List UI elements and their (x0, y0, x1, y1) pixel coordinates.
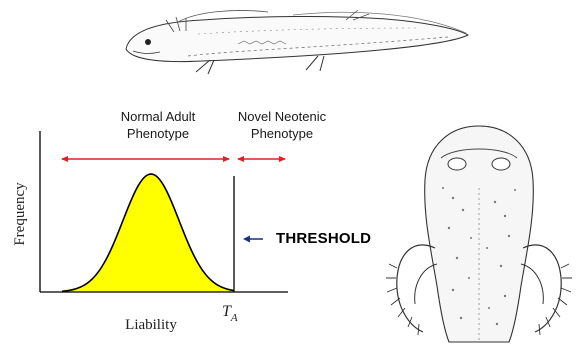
threshold-label: THRESHOLD (276, 230, 371, 247)
threshold-symbol: TA (222, 303, 238, 324)
threshold-pointer-arrowhead (243, 236, 250, 243)
y-axis-label: Frequency (12, 182, 28, 246)
bell-curve-fill (62, 174, 234, 292)
salamander-head-illustration (383, 118, 575, 344)
x-axis-label: Liability (125, 317, 177, 333)
threshold-symbol-sub: A (230, 312, 238, 324)
